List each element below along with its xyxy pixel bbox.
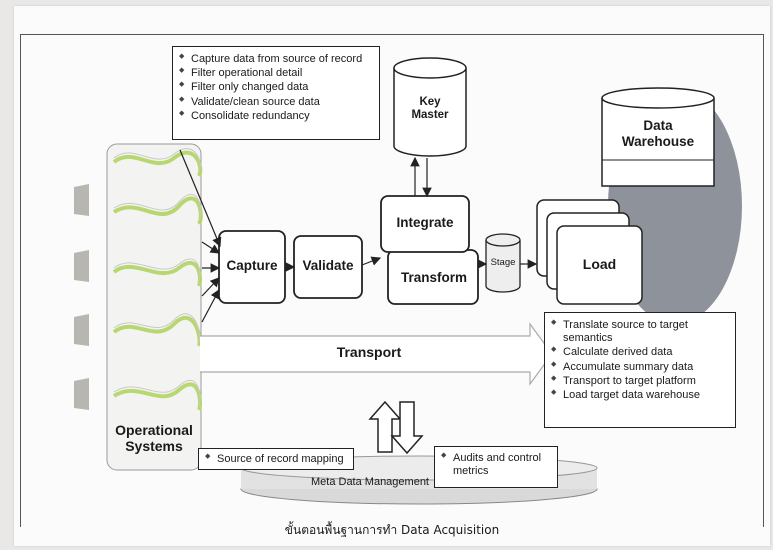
key-master-cylinder <box>393 57 467 157</box>
source-tab <box>74 378 89 410</box>
meta-up-arrow <box>368 400 402 453</box>
source-mapping-item: Source of record mapping <box>205 453 347 466</box>
load-tasks-box: Translate source to target semantics Cal… <box>544 312 736 428</box>
source-tab <box>74 314 89 346</box>
data-warehouse-cylinder <box>601 87 715 187</box>
capture-task-item: Filter operational detail <box>179 67 373 80</box>
audits-item: Audits and control metrics <box>441 452 551 478</box>
source-waves <box>112 150 203 411</box>
load-task-item: Transport to target platform <box>551 375 729 388</box>
figure-caption: ขั้นตอนพื้นฐานการทำ Data Acquisition <box>284 523 500 537</box>
transport-label: Transport <box>336 344 402 360</box>
document-page: Capture data from source of record Filte… <box>14 6 770 546</box>
source-tab <box>74 250 89 282</box>
meta-down-arrow <box>390 401 424 455</box>
operational-systems-label: Operational Systems <box>115 422 193 455</box>
capture-tasks-list: Capture data from source of record Filte… <box>179 53 373 123</box>
load-task-item: Accumulate summary data <box>551 361 729 374</box>
integrate-label: Integrate <box>396 215 454 230</box>
capture-task-item: Consolidate redundancy <box>179 110 373 123</box>
source-wave <box>112 315 202 347</box>
diagram-canvas <box>74 57 742 505</box>
source-mapping-box: Source of record mapping <box>198 448 354 470</box>
capture-label: Capture <box>226 258 278 273</box>
load-task-item: Calculate derived data <box>551 346 729 359</box>
figure-frame <box>20 34 764 527</box>
load-label: Load <box>582 256 617 272</box>
operational-systems-panel <box>106 143 202 471</box>
load-tasks-list: Translate source to target semantics Cal… <box>551 319 729 402</box>
source-wave-outlines <box>113 148 202 407</box>
validate-label: Validate <box>302 258 354 273</box>
capture-task-item: Validate/clean source data <box>179 96 373 109</box>
stage-label: Stage <box>490 257 516 268</box>
source-tab <box>74 184 89 216</box>
stage-cylinder <box>485 233 521 293</box>
meta-data-label: Meta Data Management <box>310 476 429 488</box>
load-box-front <box>556 225 643 305</box>
capture-task-item: Capture data from source of record <box>179 53 373 66</box>
capture-task-item: Filter only changed data <box>179 81 373 94</box>
capture-tasks-box: Capture data from source of record Filte… <box>172 46 380 140</box>
audits-box: Audits and control metrics <box>434 446 558 488</box>
load-task-item: Load target data warehouse <box>551 389 729 402</box>
source-tabs <box>74 184 89 410</box>
load-task-item: Translate source to target semantics <box>551 319 723 345</box>
source-wave <box>112 150 203 177</box>
data-warehouse-label: Data Warehouse <box>621 118 695 149</box>
key-master-label: Key Master <box>411 96 449 122</box>
transform-label: Transform <box>400 270 468 285</box>
